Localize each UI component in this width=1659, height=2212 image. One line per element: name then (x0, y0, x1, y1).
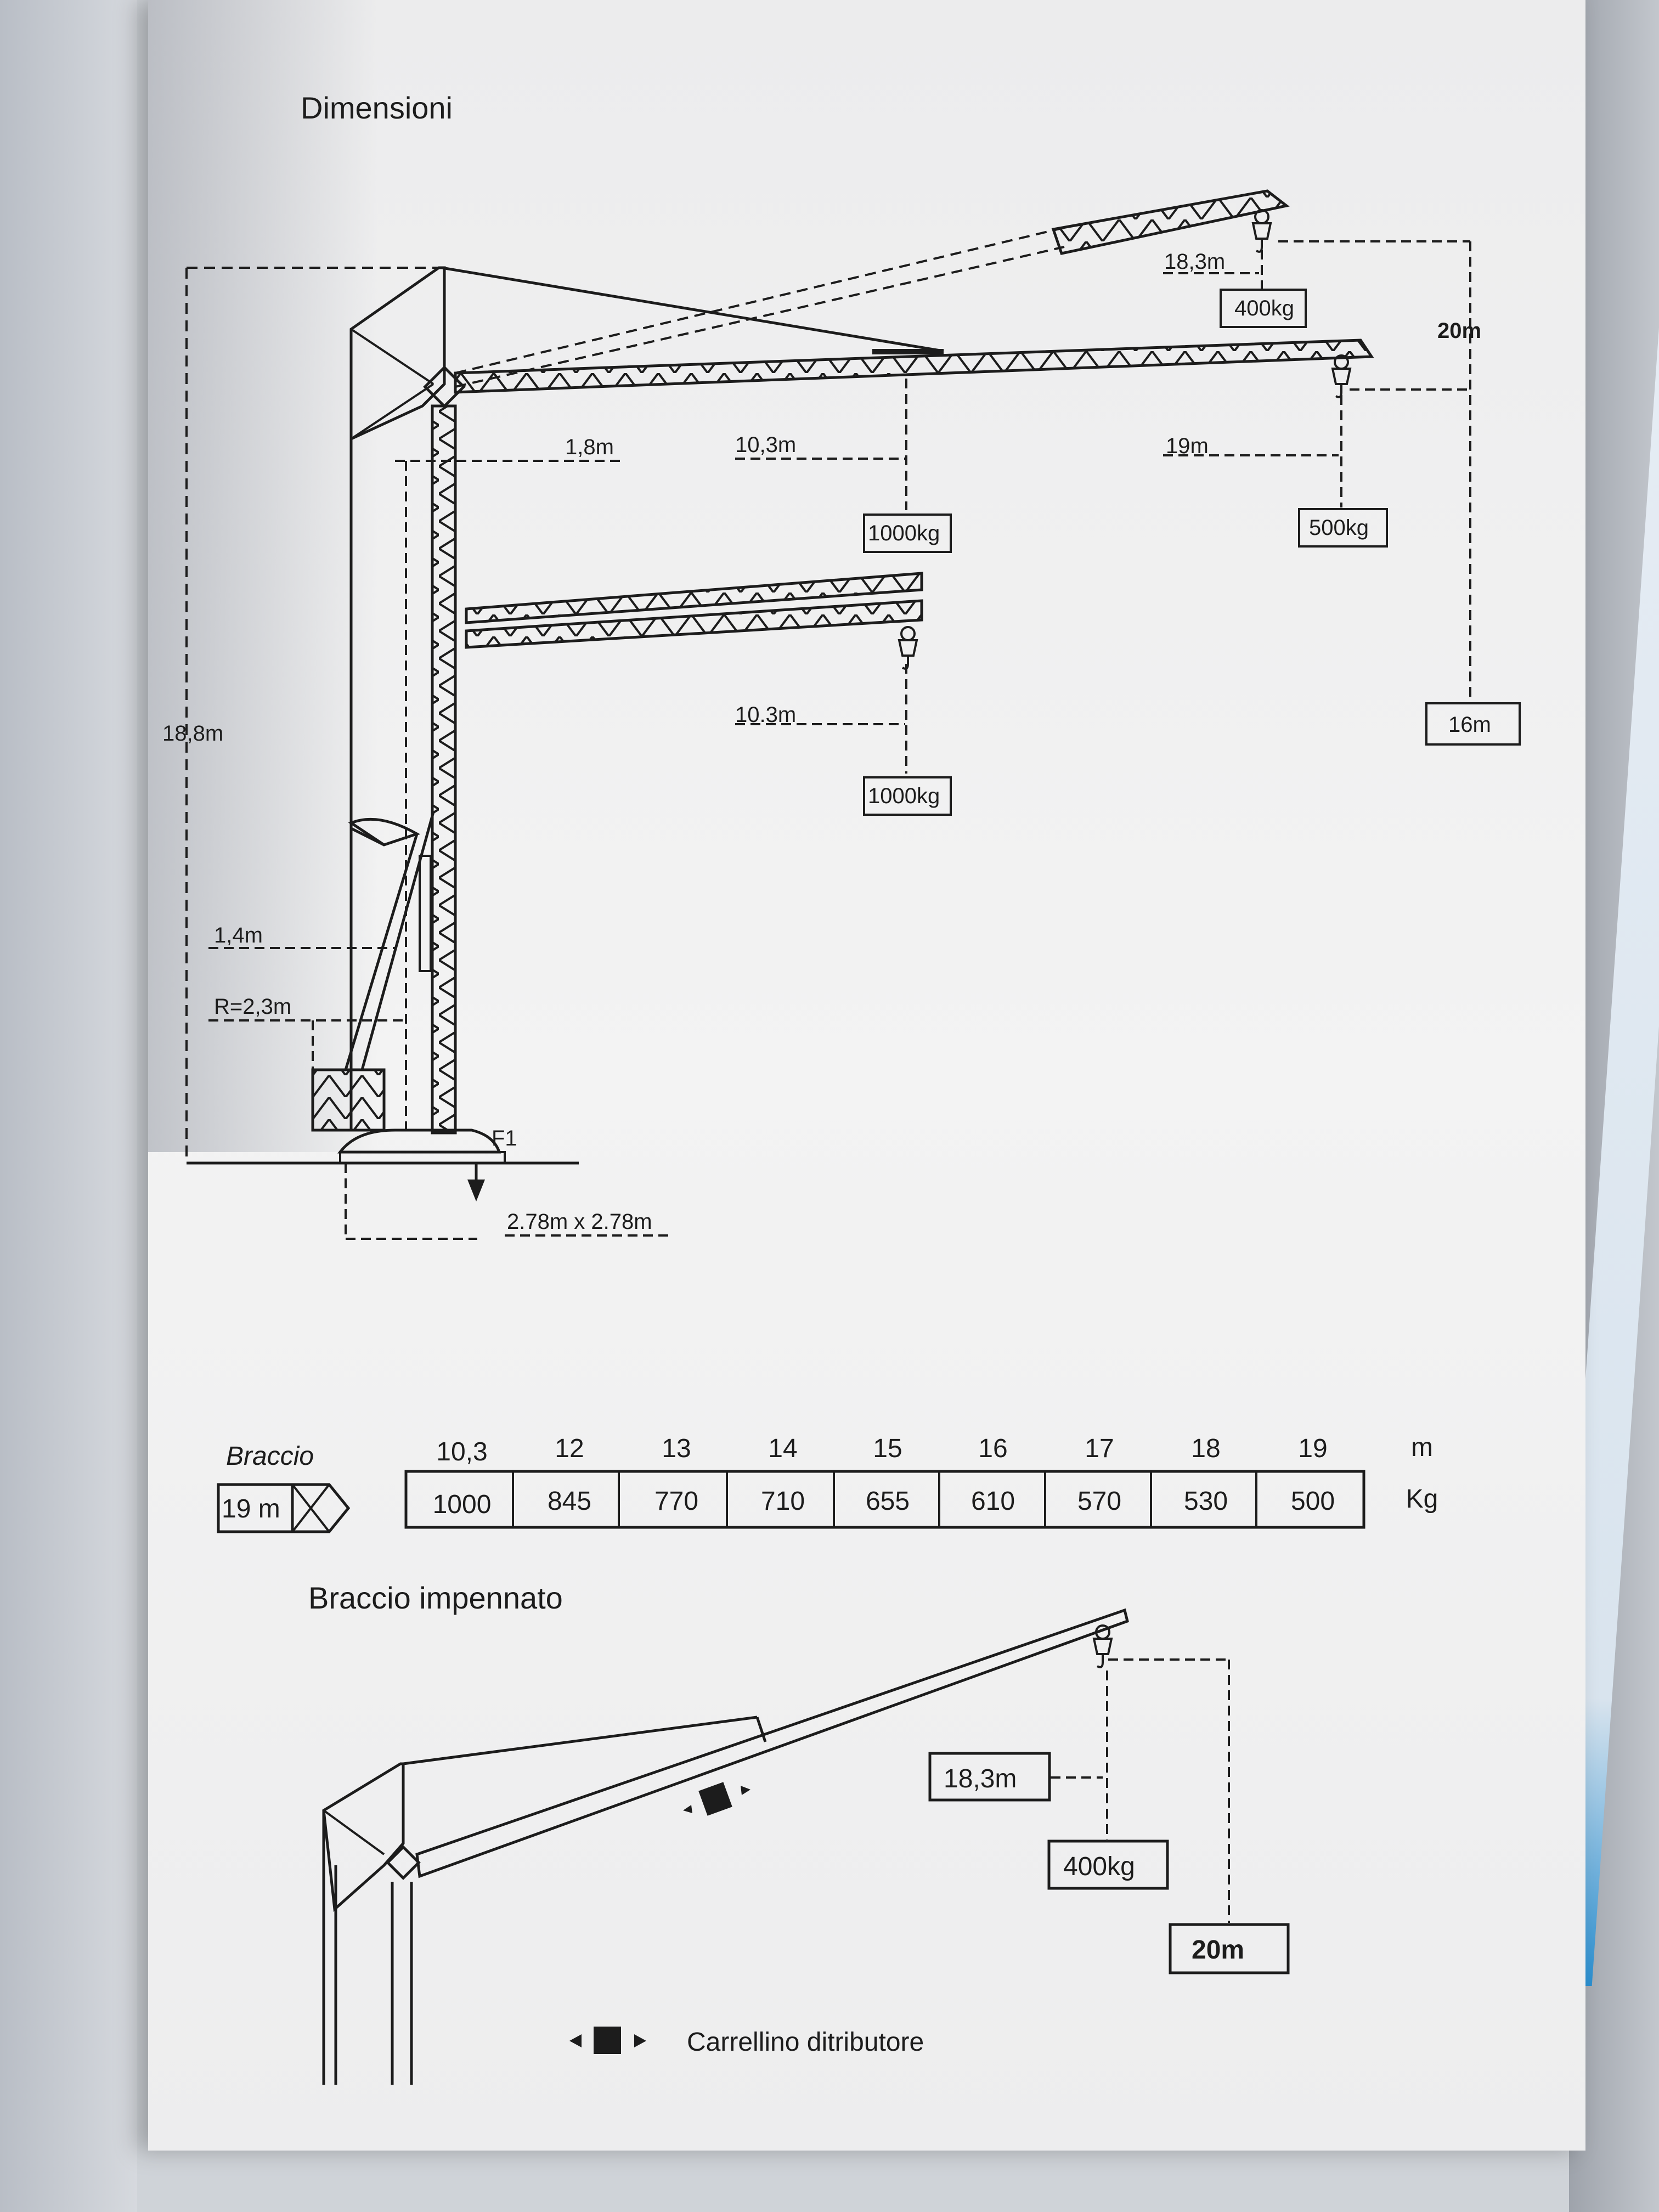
luffed-dimension-lines (1051, 1658, 1230, 1923)
hook-icon-19m (1331, 354, 1351, 398)
luffed-radius: 18,3m (944, 1764, 1017, 1793)
dim-radius-18-top: 18,3m (1164, 250, 1225, 274)
dist-cell: 13 (662, 1434, 691, 1463)
load-cell: 770 (654, 1487, 698, 1516)
background-left (0, 0, 137, 2212)
dim-mast-offset: 1,8m (565, 435, 614, 459)
dist-cell: 14 (768, 1434, 797, 1463)
luffed-height: 20m (1192, 1936, 1244, 1965)
dist-cell: 12 (555, 1434, 584, 1463)
luffed-load-box (1047, 1839, 1169, 1890)
unit-m: m (1411, 1433, 1433, 1462)
luffed-height-box (1169, 1923, 1290, 1974)
trolley-icon (683, 1782, 751, 1816)
dimension-lines-upper (395, 240, 1471, 774)
dim-base: 2.78m x 2.78m (507, 1210, 652, 1234)
crane-jib-short (465, 572, 923, 649)
dimension-lines-lower (208, 461, 669, 1240)
load-400-top: 400kg (1234, 296, 1294, 320)
load-1000-low: 1000kg (868, 784, 940, 808)
load-box-1000-low (863, 776, 952, 816)
boom-tip-icon (291, 1483, 351, 1533)
luffed-title: Braccio impennato (308, 1581, 563, 1615)
section-title: Dimensioni (301, 91, 453, 125)
crane-jib-raised-outline (455, 189, 1290, 388)
load-table (404, 1470, 1365, 1529)
dist-cell: 16 (978, 1434, 1007, 1463)
load-box-500 (1298, 508, 1388, 548)
load-1000-top: 1000kg (868, 521, 940, 545)
dim-height-20: 20m (1437, 319, 1481, 343)
load-cell: 500 (1291, 1487, 1335, 1516)
load-500: 500kg (1309, 516, 1369, 540)
crane-base (311, 811, 506, 1164)
load-cell: 1000 (433, 1490, 492, 1519)
table-braccio-label: Braccio (226, 1442, 314, 1471)
load-cell: 530 (1184, 1487, 1228, 1516)
load-cell: 845 (548, 1487, 591, 1516)
dim-1-4: 1,4m (214, 923, 263, 947)
hook-icon-raised (1252, 209, 1272, 253)
load-cell: 710 (761, 1487, 805, 1516)
dim-radius-10-top: 10,3m (735, 433, 796, 457)
dist-cell: 10,3 (436, 1437, 487, 1466)
dim-height-16: 16m (1448, 713, 1491, 737)
crane-mast (431, 404, 457, 1135)
load-cell: 570 (1077, 1487, 1121, 1516)
load-box-1000-top (863, 514, 952, 553)
crane-head (349, 266, 944, 1130)
luffed-radius-box (928, 1752, 1051, 1802)
dist-cell: 17 (1085, 1434, 1114, 1463)
dim-radius-2-3: R=2,3m (214, 995, 291, 1019)
boom-length: 19 m (222, 1494, 280, 1523)
unit-kg: Kg (1406, 1485, 1438, 1514)
load-box-400-top (1220, 289, 1307, 328)
crane-jib-horizontal (454, 338, 1374, 394)
dist-cell: 19 (1298, 1434, 1327, 1463)
luffed-crane (322, 1608, 1129, 2085)
luffed-load: 400kg (1063, 1852, 1135, 1881)
dim-radius-10-low: 10.3m (735, 703, 796, 727)
legend-trolley-icon (569, 2027, 646, 2054)
hook-icon-10m (898, 626, 918, 670)
hook-icon-luffed (1093, 1624, 1113, 1668)
legend-label: Carrellino ditributore (687, 2028, 924, 2057)
height-box-16 (1425, 702, 1521, 746)
dim-radius-19: 19m (1166, 434, 1209, 458)
force-f1: F1 (492, 1126, 517, 1150)
dim-height-label: 18,8m (162, 721, 223, 746)
dist-cell: 18 (1191, 1434, 1220, 1463)
height-dimension (185, 267, 579, 1165)
load-cell: 610 (971, 1487, 1015, 1516)
dist-cell: 15 (873, 1434, 902, 1463)
load-cell: 655 (866, 1487, 910, 1516)
